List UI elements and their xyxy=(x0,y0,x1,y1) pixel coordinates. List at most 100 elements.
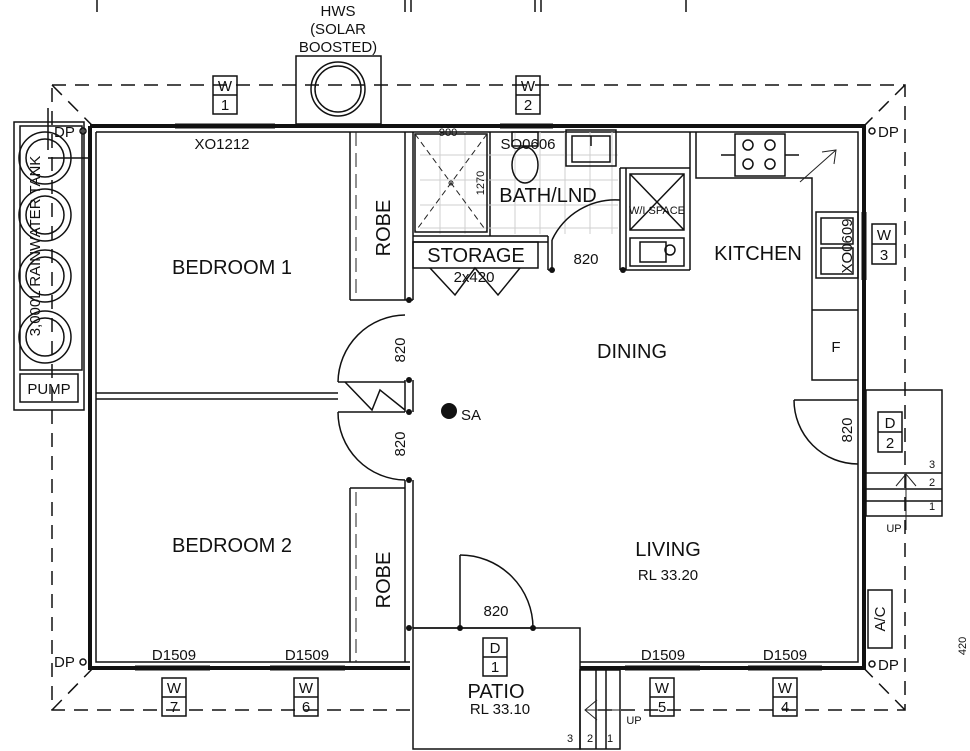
window-marks xyxy=(135,123,867,671)
exterior-walls xyxy=(88,124,866,670)
basin xyxy=(565,129,617,167)
tag-d2-letter: D xyxy=(885,415,896,432)
room-dining: DINING xyxy=(597,341,667,363)
tag-w6-num: 6 xyxy=(302,699,310,716)
toilet xyxy=(511,131,539,184)
tag-w4: W 4 xyxy=(772,677,798,717)
room-storage: STORAGE xyxy=(427,245,524,267)
shower xyxy=(414,133,488,233)
living-rl: RL 33.20 xyxy=(638,567,698,584)
wi-space-box xyxy=(629,173,685,231)
dp-label-sw: DP xyxy=(54,654,75,671)
storage-door-size: 2x420 xyxy=(454,269,495,286)
tag-w7: W 7 xyxy=(161,677,187,717)
dp-label-ne: DP xyxy=(878,124,899,141)
door-bedroom1[interactable] xyxy=(337,314,406,412)
tag-w7-num: 7 xyxy=(170,699,178,716)
tag-w2: W 2 xyxy=(515,75,541,115)
window-codes: XO1212 SO0606 XO0609 D1509 D1509 D1509 D… xyxy=(152,136,856,664)
bath-tiles xyxy=(420,132,618,234)
tag-w4-letter: W xyxy=(778,680,793,697)
room-robe-top: ROBE xyxy=(373,200,395,257)
tag-w6-letter: W xyxy=(299,680,314,697)
window-code-xo0609: XO0609 xyxy=(839,218,856,273)
downpipes: DP DP DP DP xyxy=(54,124,899,674)
smoke-alarm: SA xyxy=(441,403,481,424)
room-robe-bottom: ROBE xyxy=(373,552,395,609)
step-right-1: 1 xyxy=(929,501,935,513)
room-patio: PATIO xyxy=(467,681,524,703)
door-size-bath: 820 xyxy=(573,251,598,268)
interior-walls xyxy=(96,132,858,662)
tag-w3: W 3 xyxy=(871,223,897,265)
room-labels: BEDROOM 1 BEDROOM 2 ROBE ROBE BATH/LND S… xyxy=(172,127,969,718)
smoke-alarm-label: SA xyxy=(461,407,481,424)
door-side[interactable] xyxy=(793,399,859,465)
fridge-label: F xyxy=(831,339,840,356)
tag-w3-num: 3 xyxy=(880,247,888,264)
rainwater-tank: 3,000L RAINWATER TANK PUMP xyxy=(13,108,88,411)
door-bedroom2[interactable] xyxy=(337,411,406,481)
window-code-xo1212: XO1212 xyxy=(194,136,249,153)
cooktop xyxy=(721,133,799,177)
up-label-right: UP xyxy=(886,523,901,535)
room-bedroom-1: BEDROOM 1 xyxy=(172,257,292,279)
step-bottom-3: 3 xyxy=(567,733,573,745)
dp-label-nw: DP xyxy=(54,124,75,141)
door-size-patio: 820 xyxy=(483,603,508,620)
tag-w5: W 5 xyxy=(649,677,675,717)
ac-label: A/C xyxy=(872,606,889,631)
tag-d1: D 1 xyxy=(482,637,508,677)
step-bottom-2: 2 xyxy=(587,733,593,745)
patio: 3 2 1 UP xyxy=(412,627,642,750)
pump-label: PUMP xyxy=(27,381,70,398)
window-code-d1509-d: D1509 xyxy=(763,647,807,664)
door-size-bed2: 820 xyxy=(392,431,409,456)
kitchen-arrow xyxy=(799,149,837,183)
top-context-lines xyxy=(96,0,687,12)
door-bath[interactable] xyxy=(551,199,621,270)
tag-d2: D 2 xyxy=(877,411,903,453)
laundry-trough xyxy=(629,237,685,267)
room-kitchen: KITCHEN xyxy=(714,243,802,265)
tag-d1-num: 1 xyxy=(491,659,499,676)
tag-w5-num: 5 xyxy=(658,699,666,716)
air-conditioner: A/C xyxy=(867,589,893,649)
tag-w1-num: 1 xyxy=(221,97,229,114)
tag-w2-num: 2 xyxy=(524,97,532,114)
door-size-side: 820 xyxy=(839,417,856,442)
tag-d1-letter: D xyxy=(490,640,501,657)
side-steps: 3 2 1 UP xyxy=(865,389,943,535)
patio-rl: RL 33.10 xyxy=(470,701,530,718)
window-code-d1509-a: D1509 xyxy=(152,647,196,664)
room-bath-lnd: BATH/LND xyxy=(499,185,596,207)
hws-label-2: (SOLAR xyxy=(310,21,366,38)
hws-label-3: BOOSTED) xyxy=(299,39,377,56)
door-storage[interactable] xyxy=(429,266,521,297)
room-wi-space: W/I SPACE xyxy=(629,205,685,217)
dp-label-se: DP xyxy=(878,657,899,674)
cut-dimension: 420 xyxy=(957,637,969,655)
shower-depth: 1270 xyxy=(475,171,487,195)
window-code-so0606: SO0606 xyxy=(500,136,555,153)
step-bottom-1: 1 xyxy=(607,733,613,745)
tag-d2-num: 2 xyxy=(886,435,894,452)
room-living: LIVING xyxy=(635,539,701,561)
up-label-bottom: UP xyxy=(626,715,641,727)
tag-w2-letter: W xyxy=(521,78,536,95)
door-size-bed1: 820 xyxy=(392,337,409,362)
tag-w5-letter: W xyxy=(655,680,670,697)
tag-w3-letter: W xyxy=(877,227,892,244)
room-bedroom-2: BEDROOM 2 xyxy=(172,535,292,557)
tank-label: 3,000L RAINWATER TANK xyxy=(27,156,44,337)
hws-label-1: HWS xyxy=(321,3,356,20)
shower-width: 900 xyxy=(439,127,457,139)
door-sizes: 820 820 820 820 820 xyxy=(392,251,856,620)
tag-w1: W 1 xyxy=(212,75,238,115)
tag-w1-letter: W xyxy=(218,78,233,95)
tag-w6: W 6 xyxy=(293,677,319,717)
wall-joints xyxy=(406,267,626,631)
hot-water-system: HWS (SOLAR BOOSTED) xyxy=(295,3,382,125)
step-right-2: 2 xyxy=(929,477,935,489)
